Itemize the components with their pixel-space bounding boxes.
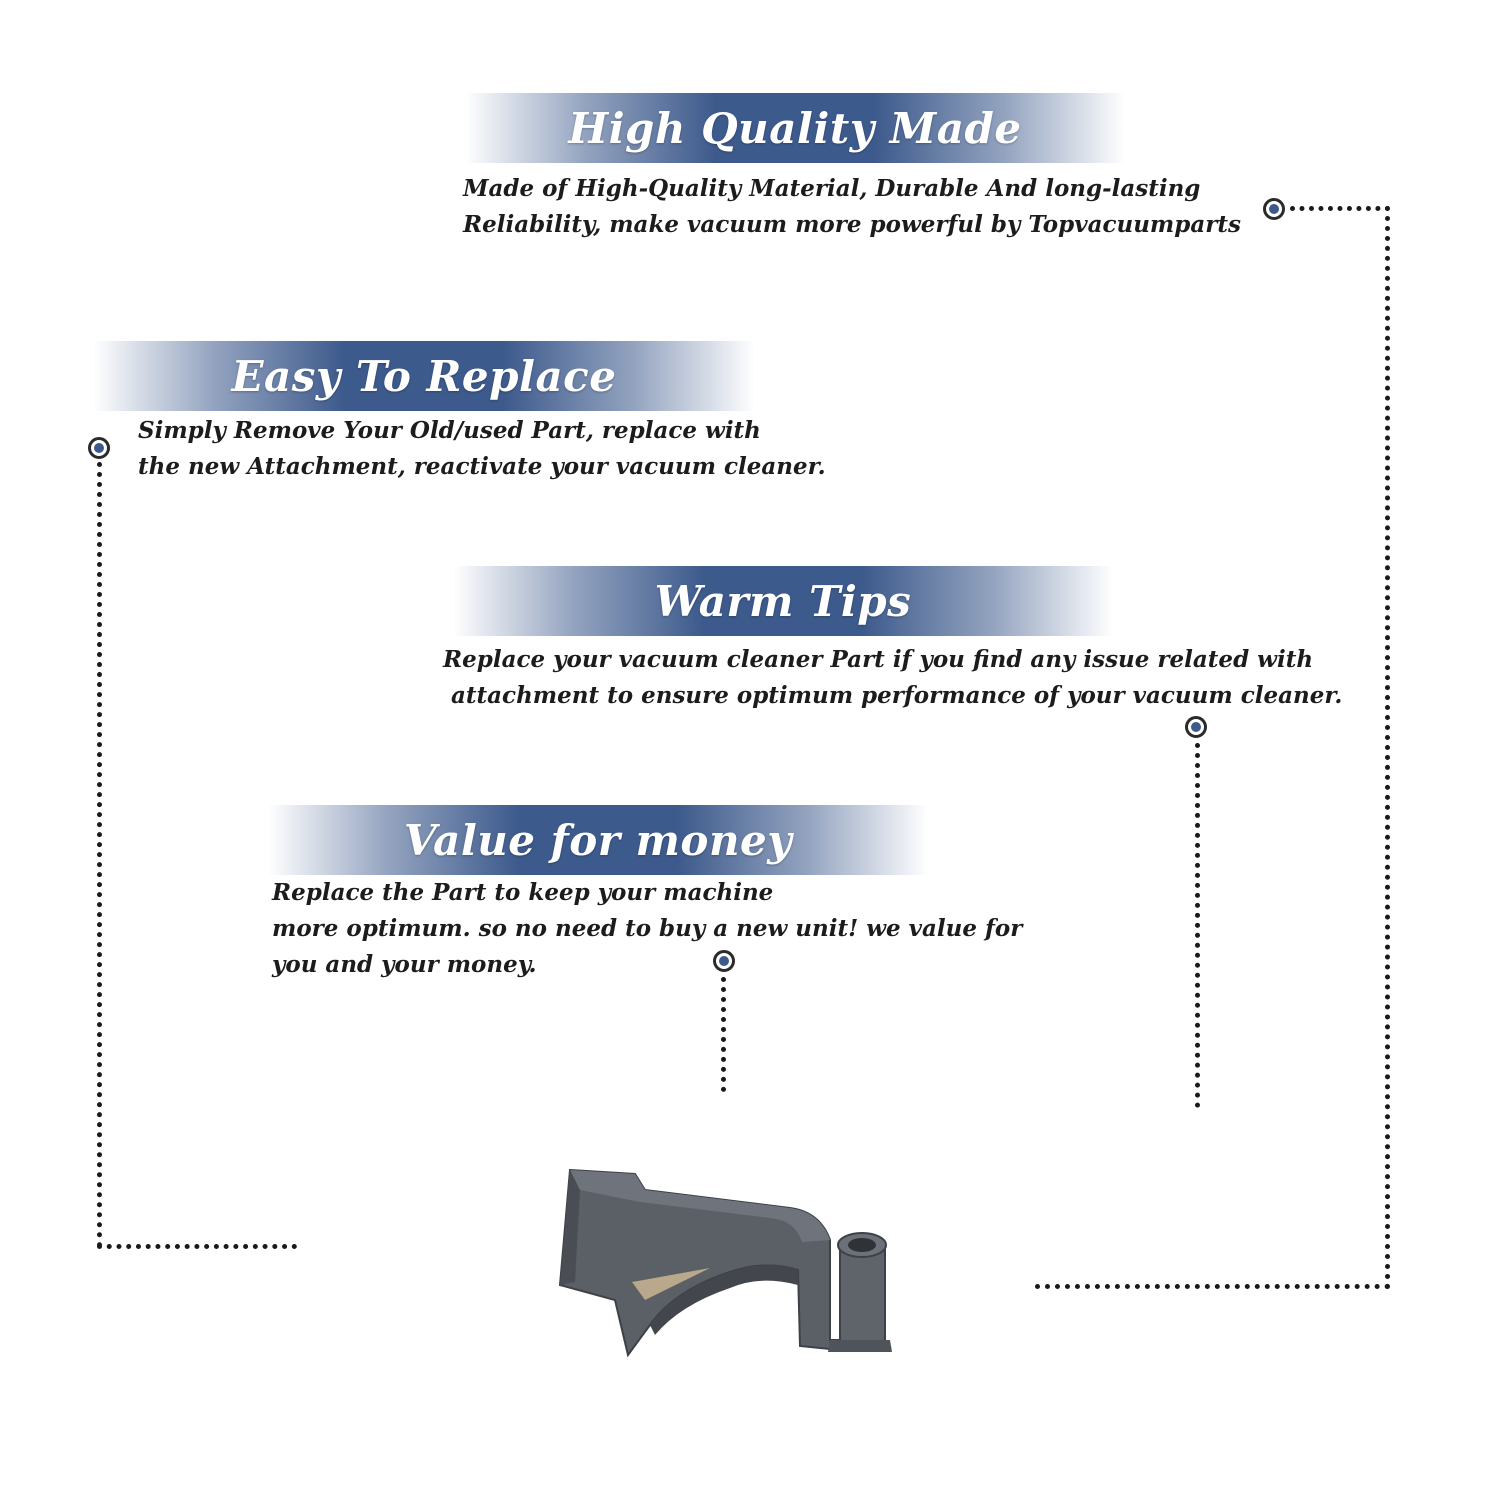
marker-value-money [713,950,735,972]
banner-easy-replace: Easy To Replace [93,341,755,411]
feature-desc-high-quality: Made of High-Quality Material, Durable A… [463,175,1241,238]
vacuum-part-image [558,1168,892,1358]
feature-desc-value-money: Replace the Part to keep your machine mo… [272,879,1023,978]
feature-title-value-money: Value for money [403,815,793,865]
connector-value-money [721,977,726,1092]
feature-title-easy-replace: Easy To Replace [231,351,617,401]
marker-warm-tips [1185,716,1207,738]
feature-title-high-quality: High Quality Made [568,103,1022,153]
connector-warm-tips [1195,743,1200,1108]
banner-value-money: Value for money [268,805,928,875]
feature-title-warm-tips: Warm Tips [654,576,912,626]
connector-high-quality-top [1290,206,1390,211]
feature-desc-easy-replace: Simply Remove Your Old/used Part, replac… [138,417,826,480]
connector-high-quality-bottom [1035,1284,1390,1289]
banner-warm-tips: Warm Tips [453,566,1113,636]
marker-easy-replace [88,437,110,459]
feature-desc-warm-tips: Replace your vacuum cleaner Part if you … [443,646,1343,709]
connector-high-quality-right [1385,206,1390,1290]
connector-easy-replace-bottom [97,1244,297,1249]
connector-easy-replace-left [97,462,102,1248]
marker-high-quality [1263,198,1285,220]
banner-high-quality: High Quality Made [465,93,1125,163]
